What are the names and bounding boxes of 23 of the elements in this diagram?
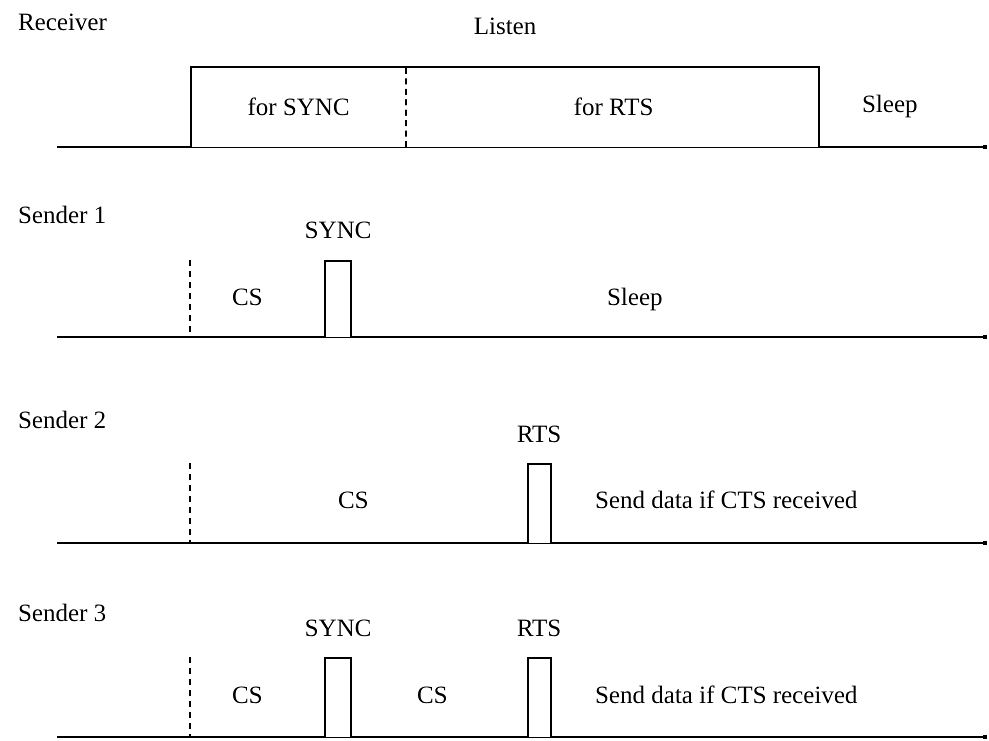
lane-label: Sender 2	[18, 408, 106, 433]
pulse-label: RTS	[516, 616, 562, 641]
state-label: CS	[338, 488, 369, 513]
state-label: CS	[232, 285, 263, 310]
packet-pulse	[527, 463, 552, 543]
state-label: CS	[232, 683, 263, 708]
packet-pulse	[527, 657, 552, 737]
phase-label: for RTS	[407, 68, 820, 147]
packet-pulse	[324, 260, 352, 337]
phase-label: for SYNC	[192, 68, 407, 147]
state-label: CS	[417, 683, 448, 708]
pulse-label: SYNC	[304, 616, 372, 641]
state-label: Send data if CTS received	[595, 488, 858, 513]
lane-label: Sender 3	[18, 601, 106, 626]
pulse-label: SYNC	[304, 218, 372, 243]
window-heading: Listen	[474, 14, 536, 39]
state-label: Sleep	[607, 285, 663, 310]
state-label: Send data if CTS received	[595, 683, 858, 708]
lane-label: Sender 1	[18, 203, 106, 228]
pulse-label: RTS	[516, 422, 562, 447]
state-label: Sleep	[862, 92, 918, 117]
lane-label: Receiver	[18, 10, 107, 35]
packet-pulse	[324, 657, 352, 737]
